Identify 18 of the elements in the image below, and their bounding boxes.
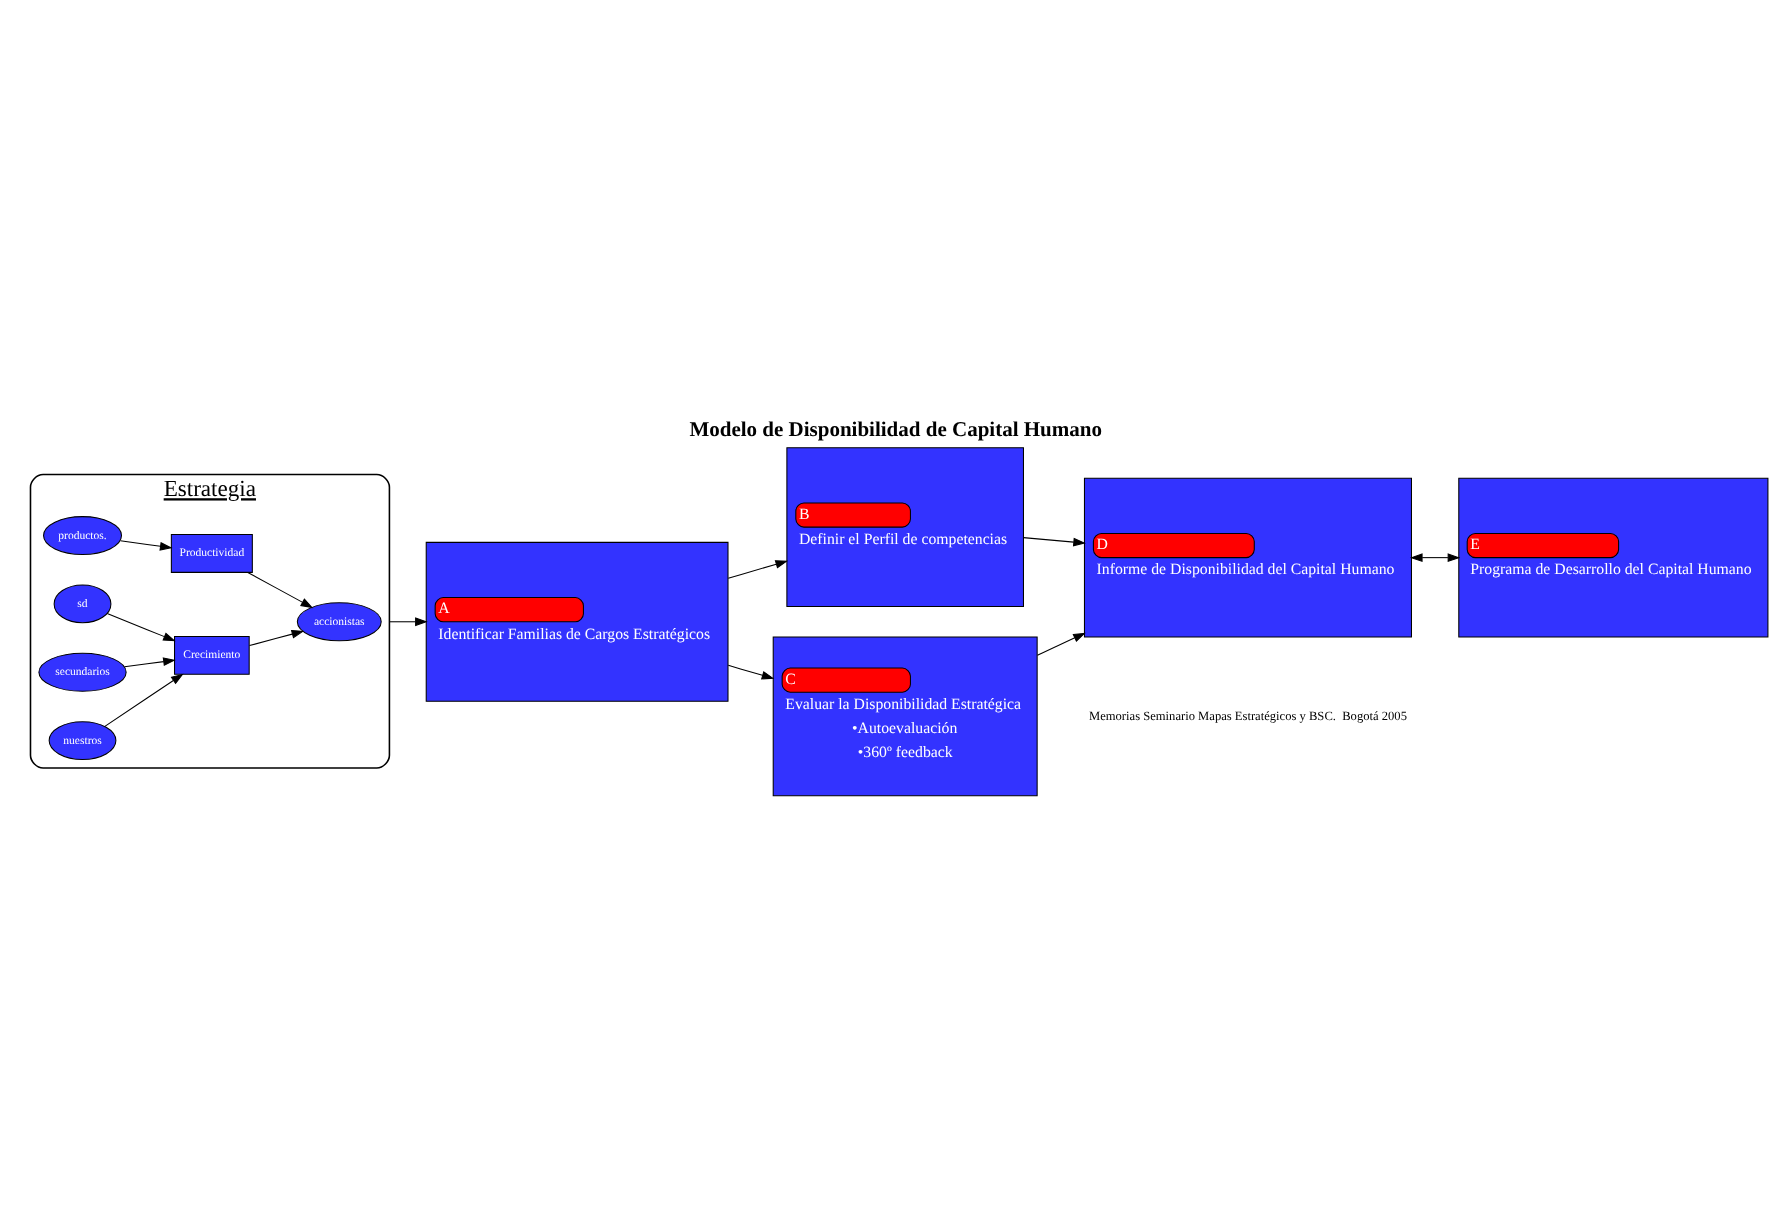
node-box: D Informe de Disponibilidad del Capital Humano (1083, 477, 1412, 638)
arrow (119, 540, 173, 551)
arrow (248, 629, 305, 647)
node-box: E Programa de Desarrollo del Capital Humano (1458, 477, 1769, 638)
arrow (727, 664, 775, 680)
diagram-title: Modelo de Disponibilidad de Capital Humano (689, 420, 1102, 443)
arrow (247, 571, 314, 609)
arrow (727, 560, 789, 579)
node-box: B Definir el Perfil de competencias (786, 447, 1024, 608)
arrow (106, 612, 176, 642)
node-box: A Identificar Familias de Cargos Estratégicos (425, 541, 729, 702)
node-box: C Evaluar la Disponibilidad Estratégica •Autoevaluación •360º feedback (772, 636, 1038, 797)
arrow (1036, 632, 1086, 656)
arrow (1409, 553, 1461, 563)
arrow (1022, 537, 1086, 547)
arrow (104, 673, 184, 727)
arrow (124, 657, 176, 668)
arrow (388, 617, 428, 627)
